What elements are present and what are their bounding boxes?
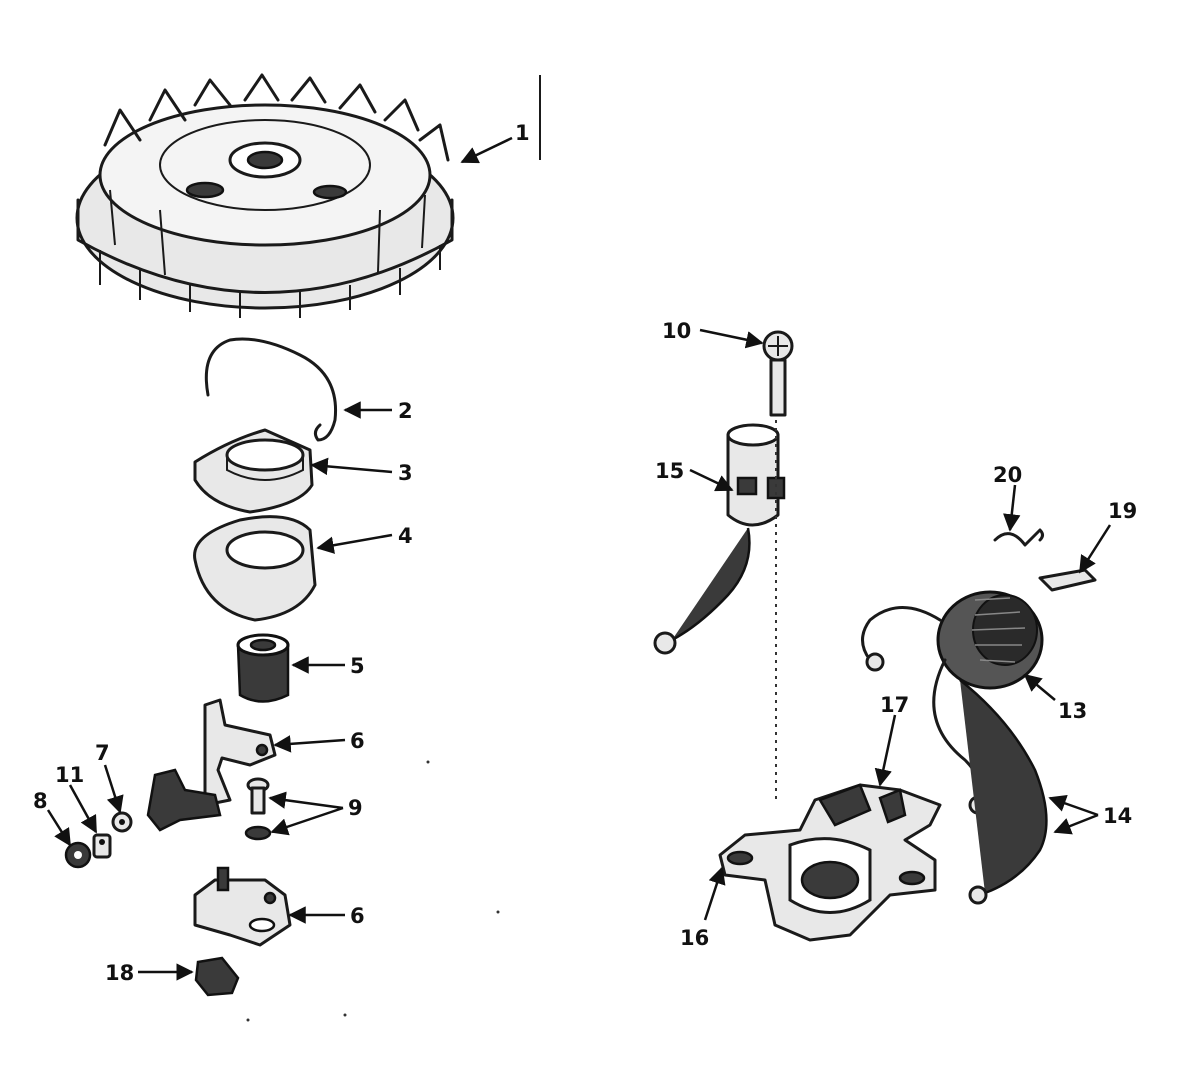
callout-1: 1 — [515, 121, 530, 145]
screw-part — [246, 777, 270, 815]
lock-washer-part — [244, 825, 272, 841]
callout-18: 18 — [105, 961, 134, 985]
terminal-part — [92, 833, 112, 859]
coil-bracket-part — [718, 783, 942, 942]
leader-14a — [1048, 795, 1099, 817]
callout-11: 11 — [55, 763, 84, 787]
condenser-part — [653, 423, 786, 655]
leader-19 — [1078, 524, 1112, 574]
callout-4: 4 — [398, 524, 413, 548]
breaker-plate-part — [193, 866, 292, 947]
cover-plate-part — [193, 428, 314, 514]
leader-8 — [46, 809, 72, 847]
spring-clip-part — [204, 337, 338, 442]
small-spring-part — [993, 528, 1044, 547]
callout-20: 20 — [993, 463, 1022, 487]
callout-17: 17 — [880, 693, 909, 717]
scan-speck — [426, 760, 430, 764]
breaker-arm-part — [146, 698, 277, 832]
leader-20 — [1003, 484, 1021, 532]
coil-screw-part — [762, 330, 794, 417]
bushing-part — [236, 633, 290, 703]
callout-15: 15 — [655, 459, 684, 483]
callout-6-upper: 6 — [350, 729, 365, 753]
felt-part — [194, 956, 240, 997]
ignition-coil-part — [936, 590, 1044, 690]
callout-9: 9 — [348, 796, 363, 820]
leader-15 — [689, 468, 734, 492]
flywheel-part — [75, 73, 455, 318]
gasket-part — [193, 515, 317, 622]
callout-13: 13 — [1058, 699, 1087, 723]
callout-7: 7 — [95, 741, 110, 765]
callout-16: 16 — [680, 926, 709, 950]
leader-3 — [310, 457, 393, 476]
coil-lead-wire — [861, 606, 942, 662]
leader-13 — [1023, 673, 1056, 701]
callout-14: 14 — [1103, 804, 1132, 828]
leader-14b — [1053, 813, 1099, 835]
scan-speck — [343, 1013, 347, 1017]
leader-7 — [103, 764, 124, 814]
scan-speck — [246, 1018, 250, 1022]
scan-speck — [496, 910, 500, 914]
small-plate-part — [1038, 568, 1097, 592]
callout-5: 5 — [350, 654, 365, 678]
callout-2: 2 — [398, 399, 413, 423]
leader-16 — [703, 866, 726, 921]
primary-wire-part — [959, 679, 1048, 895]
leader-9b — [270, 806, 344, 836]
leader-9a — [268, 791, 344, 810]
leader-1 — [460, 136, 513, 164]
leader-11 — [68, 784, 98, 834]
leader-17 — [874, 714, 897, 787]
callout-19: 19 — [1108, 499, 1137, 523]
leader-10 — [699, 328, 764, 349]
callout-10: 10 — [662, 319, 691, 343]
nut-part — [64, 841, 92, 869]
callout-6-lower: 6 — [350, 904, 365, 928]
callout-8: 8 — [33, 789, 48, 813]
leader-6a — [273, 735, 346, 753]
callout-3: 3 — [398, 461, 413, 485]
leader-4 — [316, 533, 393, 554]
